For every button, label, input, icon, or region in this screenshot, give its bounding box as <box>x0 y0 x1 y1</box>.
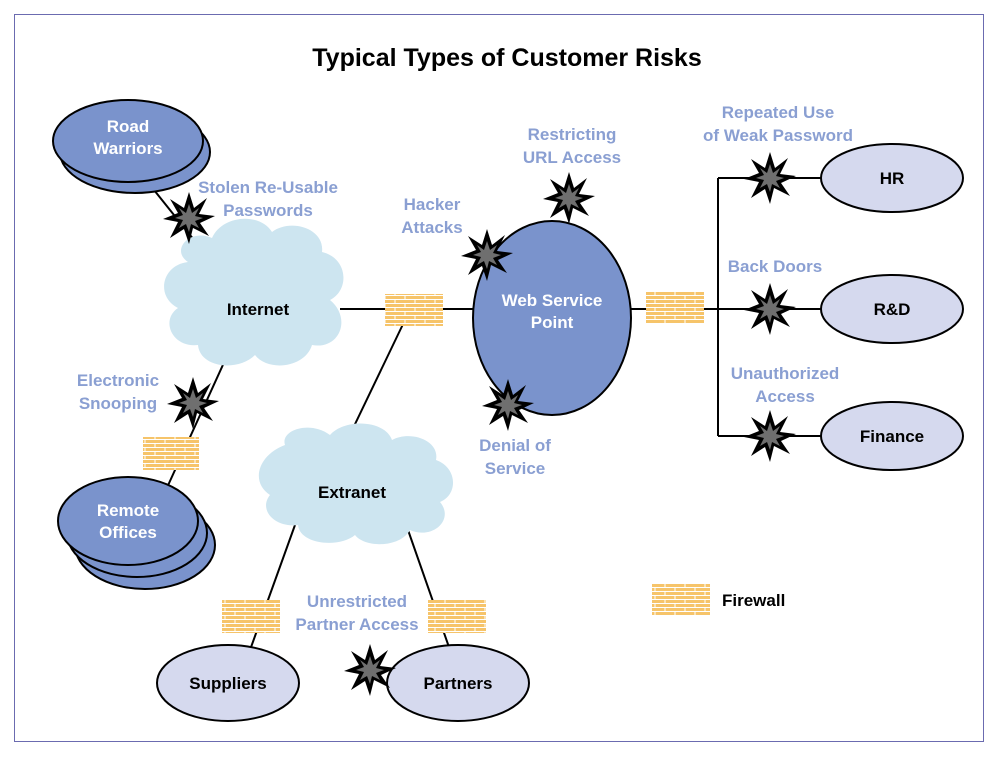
remote-offices-label-line1: Remote <box>97 501 159 520</box>
risk-unauthorized-access-line1: Unauthorized <box>731 364 840 383</box>
explosion-burst-icon <box>744 152 796 204</box>
brick-wall-icon <box>222 600 280 633</box>
risk-unrestricted-partner-line2: Partner Access <box>295 615 418 634</box>
web-service-label-line1: Web Service <box>502 291 603 310</box>
legend: Firewall <box>652 583 785 616</box>
legend-firewall-label: Firewall <box>722 591 785 610</box>
risk-unrestricted-partner-line1: Unrestricted <box>307 592 407 611</box>
risk-restricting-url-line2: URL Access <box>523 148 621 167</box>
web-service-label-line2: Point <box>531 313 574 332</box>
risk-stolen-passwords-line1: Stolen Re-Usable <box>198 178 338 197</box>
extranet-cloud: Extranet <box>258 423 454 545</box>
remote-offices-node: Remote Offices <box>57 476 216 590</box>
partners-node: Partners <box>386 644 530 722</box>
risk-hacker-attacks-line2: Attacks <box>401 218 462 237</box>
brick-wall-icon <box>385 294 443 326</box>
suppliers-node: Suppliers <box>156 644 300 722</box>
risk-electronic-snooping-line1: Electronic <box>77 371 159 390</box>
explosion-burst-icon <box>744 283 796 335</box>
partners-label: Partners <box>424 674 493 693</box>
risk-weak-password-line1: Repeated Use <box>722 103 834 122</box>
diagram-title: Typical Types of Customer Risks <box>312 44 701 72</box>
risk-labels: Stolen Re-Usable Passwords Electronic Sn… <box>77 103 853 634</box>
suppliers-label: Suppliers <box>189 674 266 693</box>
internet-label: Internet <box>227 300 290 319</box>
risk-unauthorized-access-line2: Access <box>755 387 815 406</box>
explosion-burst-icon <box>163 192 215 244</box>
road-warriors-label-line1: Road <box>107 117 150 136</box>
brick-wall-icon <box>652 583 710 616</box>
finance-node: Finance <box>820 401 964 471</box>
explosion-burst-icon <box>543 172 595 224</box>
risk-denial-of-service-line2: Service <box>485 459 546 478</box>
web-service-point-node: Web Service Point <box>472 220 632 416</box>
brick-wall-icon <box>428 600 486 633</box>
risk-back-doors: Back Doors <box>728 257 822 276</box>
risk-restricting-url-line1: Restricting <box>528 125 617 144</box>
explosion-burst-icon <box>744 410 796 462</box>
diagram-frame <box>14 14 984 742</box>
firewalls <box>143 292 704 633</box>
finance-label: Finance <box>860 427 924 446</box>
brick-wall-icon <box>646 292 704 324</box>
hr-node: HR <box>820 143 964 213</box>
explosion-burst-icon <box>167 377 219 429</box>
remote-offices-label-line2: Offices <box>99 523 157 542</box>
rd-label: R&D <box>874 300 911 319</box>
brick-wall-icon <box>143 437 199 470</box>
road-warriors-label-line2: Warriors <box>93 139 162 158</box>
risk-electronic-snooping-line2: Snooping <box>79 394 157 413</box>
internet-cloud: Internet <box>164 218 344 366</box>
risk-hacker-attacks-line1: Hacker <box>404 195 461 214</box>
rd-node: R&D <box>820 274 964 344</box>
risk-stolen-passwords-line2: Passwords <box>223 201 313 220</box>
hr-label: HR <box>880 169 905 188</box>
risk-denial-of-service-line1: Denial of <box>479 436 551 455</box>
extranet-label: Extranet <box>318 483 386 502</box>
road-warriors-node: Road Warriors <box>52 99 211 194</box>
risk-weak-password-line2: of Weak Password <box>703 126 853 145</box>
